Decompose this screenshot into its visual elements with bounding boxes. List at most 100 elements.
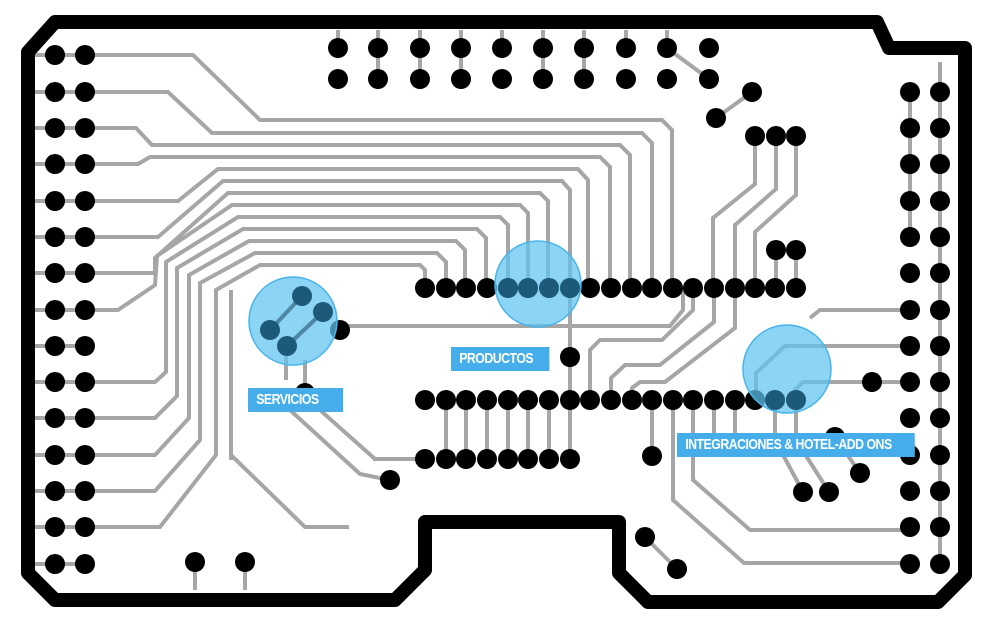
pad xyxy=(518,390,538,410)
servicios-pad xyxy=(313,302,333,322)
traces xyxy=(35,30,942,590)
pad xyxy=(235,552,255,572)
pad xyxy=(456,449,476,469)
pad xyxy=(415,390,435,410)
pad xyxy=(862,372,882,392)
trace xyxy=(85,167,590,288)
trace xyxy=(711,136,757,288)
pad xyxy=(451,69,471,89)
pad xyxy=(930,154,950,174)
pad xyxy=(601,390,621,410)
pad xyxy=(45,263,65,283)
pad xyxy=(477,390,497,410)
pad xyxy=(368,38,388,58)
pad xyxy=(786,278,806,298)
pad xyxy=(436,449,456,469)
pad xyxy=(745,126,765,146)
pad xyxy=(635,527,655,547)
trace xyxy=(85,90,654,288)
productos-label[interactable]: PRODUCTOS xyxy=(451,347,550,371)
pad xyxy=(663,278,683,298)
pad xyxy=(75,191,95,211)
pad xyxy=(75,118,95,138)
pad xyxy=(786,126,806,146)
pad xyxy=(766,126,786,146)
pad xyxy=(704,278,724,298)
pad xyxy=(75,227,95,247)
trace xyxy=(753,136,798,288)
pad xyxy=(45,336,65,356)
servicios-hotspot[interactable] xyxy=(249,278,339,368)
pad xyxy=(45,118,65,138)
pad xyxy=(930,517,950,537)
productos-hotspot[interactable] xyxy=(494,240,582,328)
pad xyxy=(75,408,95,428)
pad xyxy=(900,191,920,211)
pad xyxy=(900,554,920,574)
pad xyxy=(900,517,920,537)
pad xyxy=(560,390,580,410)
pad xyxy=(745,278,765,298)
trace xyxy=(318,408,425,461)
pad xyxy=(930,372,950,392)
pad xyxy=(930,408,950,428)
pad xyxy=(580,278,600,298)
pad xyxy=(75,154,95,174)
pad xyxy=(45,82,65,102)
pad xyxy=(45,372,65,392)
pad xyxy=(45,300,65,320)
integraciones-hotspot[interactable] xyxy=(743,325,831,413)
pad xyxy=(900,408,920,428)
pad xyxy=(492,38,512,58)
pad xyxy=(410,38,430,58)
pad xyxy=(766,240,786,260)
pad xyxy=(900,336,920,356)
trace xyxy=(671,400,905,565)
pad xyxy=(75,263,95,283)
pad xyxy=(704,390,724,410)
servicios-label[interactable]: SERVICIOS xyxy=(248,388,344,412)
pad xyxy=(45,481,65,501)
trace xyxy=(85,203,530,312)
pad xyxy=(930,82,950,102)
pad xyxy=(75,481,95,501)
pad xyxy=(75,300,95,320)
board-outline xyxy=(21,15,972,609)
pad xyxy=(930,191,950,211)
pad xyxy=(75,445,95,465)
pad xyxy=(930,554,950,574)
integraciones-label[interactable]: INTEGRACIONES & HOTEL-ADD ONS xyxy=(677,433,915,457)
pad xyxy=(539,449,559,469)
pad xyxy=(498,390,518,410)
pad xyxy=(930,263,950,283)
pad xyxy=(900,154,920,174)
pad xyxy=(518,449,538,469)
integraciones-pad xyxy=(765,390,785,410)
pad xyxy=(819,482,839,502)
pad xyxy=(498,449,518,469)
pad xyxy=(410,69,430,89)
pad xyxy=(667,559,687,579)
pad xyxy=(75,45,95,65)
pad xyxy=(45,45,65,65)
pad xyxy=(900,481,920,501)
pad xyxy=(75,82,95,102)
trace xyxy=(733,136,778,288)
pad xyxy=(601,278,621,298)
pad xyxy=(900,263,920,283)
trace xyxy=(85,215,510,384)
pad xyxy=(560,449,580,469)
servicios-pad xyxy=(292,286,312,306)
trace xyxy=(288,408,391,482)
pad xyxy=(930,445,950,465)
pad xyxy=(725,390,745,410)
trace xyxy=(85,155,612,288)
pad xyxy=(657,69,677,89)
pad xyxy=(725,278,745,298)
pad xyxy=(45,408,65,428)
pad xyxy=(930,481,950,501)
pad xyxy=(185,552,205,572)
productos-pad xyxy=(498,278,518,298)
pad xyxy=(533,69,553,89)
